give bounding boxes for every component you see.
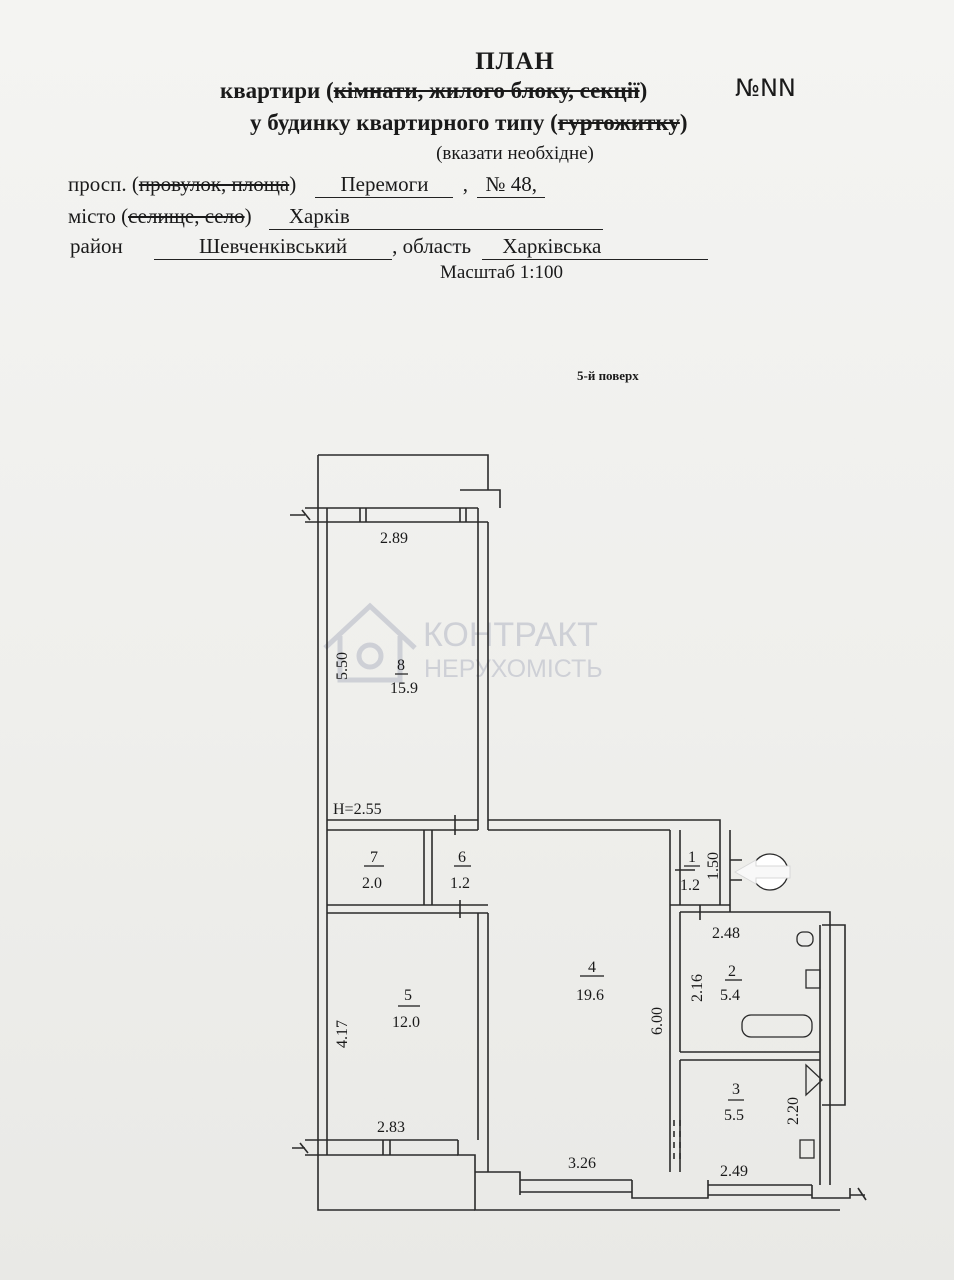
scale-label: Масштаб 1:100 (440, 262, 564, 283)
dim-room1-length: 1.50 (705, 852, 722, 880)
district-row: район Шевченківський, область Харківська (70, 234, 709, 260)
room2-number: 2 (728, 963, 736, 980)
central-wall (477, 522, 489, 830)
room8-number: 8 (397, 657, 405, 674)
room2-area: 5.4 (720, 987, 740, 1004)
house-logo-icon (323, 602, 417, 683)
toilet-icon (796, 931, 814, 947)
bathroom-wall-panel (822, 924, 846, 1106)
kitchen-sink-icon (799, 1139, 815, 1159)
region-label: , область (392, 234, 472, 258)
region-name: Харківська (482, 234, 709, 260)
dim-room3-width: 2.49 (720, 1163, 748, 1180)
city-suffix: ) (244, 204, 252, 228)
axis-tick-bottom-right (850, 1187, 867, 1201)
building-prefix: у будинку квартирного типу ( (250, 110, 558, 135)
street-type-struck: провулок, площа (138, 172, 290, 196)
apartment-struck-options: кімнати, жилого блоку, секції (333, 78, 640, 103)
room7-area: 2.0 (362, 875, 382, 892)
district-label: район (70, 234, 123, 258)
city-prefix: місто ( (68, 204, 129, 228)
room8-area: 15.9 (390, 680, 418, 697)
building-suffix: ) (679, 110, 688, 135)
apartment-prefix: квартири ( (220, 78, 334, 103)
dim-room3-length: 2.20 (785, 1097, 802, 1125)
wall-left-outer (317, 455, 475, 1211)
axis-tick-bottom-left (292, 1142, 309, 1154)
bathroom-walls (679, 911, 831, 1185)
wall-room5-room4 (477, 913, 489, 1155)
city-name: Харків (268, 204, 603, 230)
apartment-suffix: ) (639, 78, 648, 103)
house-number: № 48, (477, 172, 546, 198)
ceiling-height: H=2.55 (333, 801, 382, 818)
plan-title: ПЛАН (475, 48, 555, 75)
room1-number: 1 (688, 849, 696, 866)
building-type-line: у будинку квартирного типу (гуртожитку) (250, 110, 688, 136)
room3-door-dashes (673, 1120, 681, 1160)
watermark-line1: КОНТРАКТ (423, 616, 598, 654)
watermark-line2: НЕРУХОМІСТЬ (424, 655, 603, 683)
street-name: Перемоги (315, 172, 454, 198)
building-struck-option: гуртожитку (557, 110, 680, 135)
city-row: місто (селище, село) Харків (68, 204, 603, 230)
balcony-outline (318, 454, 489, 490)
dim-room2-width: 2.48 (712, 925, 740, 942)
entrance-arrow-icon (733, 853, 791, 891)
dim-room4-length: 6.00 (649, 1007, 666, 1035)
room1-area: 1.2 (680, 877, 700, 894)
bottom-window-right (488, 1171, 851, 1211)
sink-icon (805, 969, 821, 989)
room3-number: 3 (732, 1081, 740, 1098)
wall-under-room8 (327, 819, 721, 831)
dim-room4-width: 3.26 (568, 1155, 596, 1172)
apartment-type-line: квартири (кімнати, жилого блоку, секції) (220, 78, 647, 104)
room5-number: 5 (404, 987, 412, 1004)
city-struck: селище, село (128, 204, 245, 228)
dim-room8-length: 5.50 (334, 652, 351, 680)
street-row: просп. (провулок, площа) Перемоги , № 48… (68, 172, 546, 198)
district-name: Шевченківський (154, 234, 393, 260)
entrance-door (730, 859, 742, 881)
number-mark: №NN (735, 74, 796, 102)
room4-number: 4 (588, 959, 596, 976)
room7-number: 7 (370, 849, 378, 866)
dim-room8-width: 2.89 (380, 530, 408, 547)
watermark: КОНТРАКТ НЕРУХОМІСТЬ (323, 602, 603, 683)
rooms-7-6-walls (327, 830, 488, 914)
axis-tick-top-left (290, 509, 311, 521)
room5-area: 12.0 (392, 1014, 420, 1031)
street-type-prefix: просп. ( (68, 172, 139, 196)
dim-room5-length: 4.17 (334, 1020, 351, 1048)
instruction-note: (вказати необхідне) (436, 143, 594, 164)
bottom-window-room5 (305, 1139, 458, 1156)
room3-area: 5.5 (724, 1107, 744, 1124)
street-type-suffix: ) (289, 172, 297, 196)
bottom-notch (457, 1140, 489, 1211)
stove-icon (805, 1063, 823, 1097)
room6-area: 1.2 (450, 875, 470, 892)
room6-door (454, 815, 461, 918)
room4-area: 19.6 (576, 987, 604, 1004)
top-window (305, 507, 478, 525)
floor-label: 5-й поверх (577, 368, 639, 383)
dim-room5-width: 2.83 (377, 1119, 405, 1136)
dim-room2-length: 2.16 (689, 974, 706, 1002)
bathtub-icon (741, 1014, 813, 1038)
room6-number: 6 (458, 849, 466, 866)
